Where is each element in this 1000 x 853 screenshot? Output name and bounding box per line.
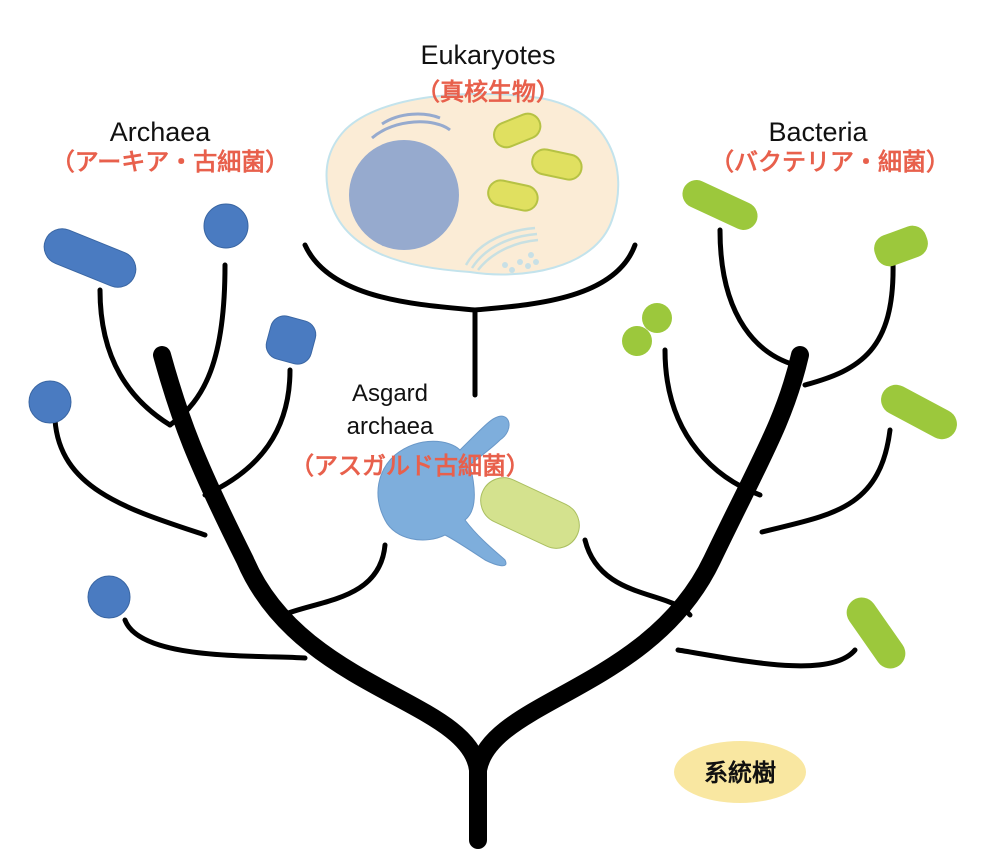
bacteria-rod <box>874 225 928 267</box>
label-asgard-jp: （アスガルド古細菌） <box>290 452 530 480</box>
label-asgard-2: archaea <box>347 413 434 440</box>
bacteria-rod <box>846 597 906 669</box>
nucleus <box>349 140 459 250</box>
archaea-rod <box>43 228 137 288</box>
archaea-coccus <box>203 203 249 249</box>
bacteria-cells <box>622 180 957 669</box>
title-badge <box>674 741 806 803</box>
label-eukaryotes-jp: （真核生物） <box>416 78 560 106</box>
archaea-coccus <box>28 380 72 424</box>
archaea-cells <box>28 203 317 619</box>
title-badge-text: 系統樹 <box>704 759 776 787</box>
bacterial-symbiont <box>480 477 580 549</box>
eukaryote-cell <box>325 92 620 276</box>
bacteria-branches <box>582 227 896 669</box>
label-archaea: Archaea <box>110 117 212 147</box>
label-bacteria-jp: （バクテリア・細菌） <box>710 148 950 176</box>
bacteria-rod <box>682 180 758 230</box>
archaea-branches <box>52 262 388 661</box>
label-archaea-jp: （アーキア・古細菌） <box>51 148 290 176</box>
tree-trunk <box>153 346 809 849</box>
label-asgard-1: Asgard <box>352 380 428 407</box>
bacteria-diplococcus <box>622 326 652 356</box>
bacteria-rod <box>881 384 957 440</box>
archaea-coccus <box>87 575 131 619</box>
label-bacteria: Bacteria <box>768 117 868 147</box>
label-eukaryotes: Eukaryotes <box>420 40 555 70</box>
asgard-cell <box>377 415 580 567</box>
bacteria-diplococcus <box>642 303 672 333</box>
archaea-cube <box>265 315 317 365</box>
